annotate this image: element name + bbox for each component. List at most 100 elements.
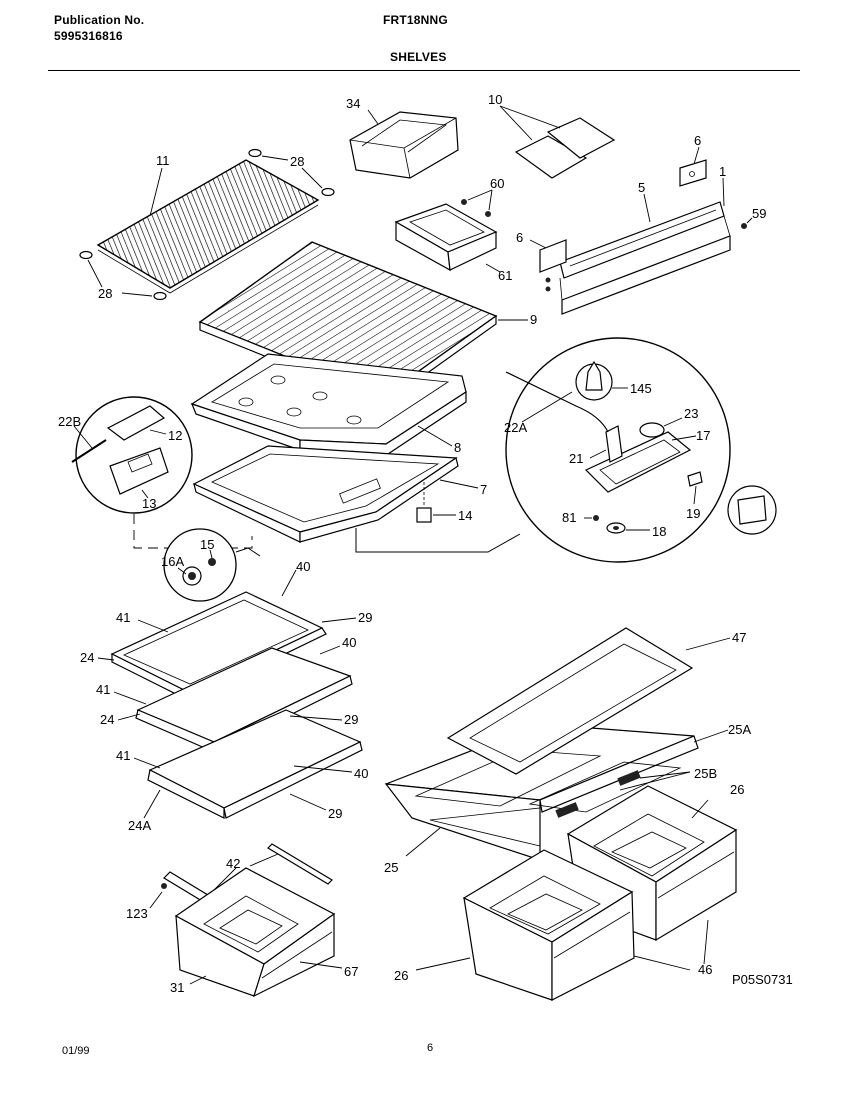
callout-123: 123 [126,906,148,921]
callout-67: 67 [344,964,358,979]
callout-10: 10 [488,92,502,107]
callout-6a: 6 [694,133,701,148]
leader-28b [87,259,103,288]
leader-15 [209,549,213,559]
callout-26b: 26 [394,968,408,983]
leader-23 [663,417,683,427]
leader-6b [529,239,547,249]
callout-18: 18 [652,524,666,539]
freezer-floor-tray [192,445,459,543]
leader-60b [488,189,493,211]
callout-22a: 22A [504,420,527,435]
callout-60: 60 [490,176,504,191]
callout-81: 81 [562,510,576,525]
callout-11: 11 [156,153,170,168]
leader-1 [722,177,725,207]
leader-28a [261,155,289,161]
screws-60 [461,199,491,217]
leader-46b [633,955,691,971]
publication-label: Publication No. [54,13,145,27]
leader-29b [289,715,343,721]
header-rule [48,70,800,71]
callout-40c: 40 [354,766,368,781]
crisper-cover-frame [384,723,699,861]
callout-41b: 41 [96,682,110,697]
leader-26a [691,799,709,819]
leader-34 [367,109,379,125]
callout-29c: 29 [328,806,342,821]
leader-28a2 [301,167,323,189]
publication-number: 5995316816 [54,29,123,43]
ice-bucket [349,111,459,179]
callout-25: 25 [384,860,398,875]
freezer-pan [190,353,467,455]
callout-29a: 29 [358,610,372,625]
leader-6a [693,146,700,165]
callout-19: 19 [686,506,700,521]
callout-42: 42 [226,856,240,871]
leader-31 [189,975,207,985]
wire-shelf [96,159,320,294]
leader-19 [693,485,697,505]
leader-5 [643,193,651,223]
callout-59: 59 [752,206,766,221]
leader-24b [117,713,141,721]
page-number: 6 [427,1042,434,1054]
leader-40c [293,765,353,773]
detail-circle-right [505,337,777,563]
callout-23: 23 [684,406,698,421]
figure-code: P05S0731 [732,972,793,987]
callout-24a: 24 [80,650,94,665]
callout-61: 61 [498,268,512,283]
screw-59 [741,223,747,229]
ice-trays [514,117,616,179]
leader-25b1 [639,771,691,779]
leader-40a [281,569,297,597]
crisper-rail [559,201,731,315]
leader-29c [289,793,327,811]
leader-16a [177,567,187,575]
leader-8 [417,425,453,447]
callout-9: 9 [530,312,537,327]
callout-31: 31 [170,980,184,995]
leader-41c [133,757,161,769]
callout-6b: 6 [516,230,523,245]
callout-25a: 25A [728,722,751,737]
leader-42a [249,853,279,867]
callout-22b: 22B [58,414,81,429]
connector-left [133,514,253,549]
callout-21: 21 [569,451,583,466]
leader-40b [319,645,341,655]
leader-25 [405,827,441,857]
meat-drawer [174,867,336,998]
callout-28a: 28 [290,154,304,169]
shelf-spacers [79,148,335,301]
detail-circle-small [163,528,237,602]
leader-22b [73,425,93,449]
rail-bracket-upper [679,159,707,187]
footer-date: 01/99 [62,1045,90,1057]
leader-11 [149,167,163,217]
leader-123 [149,891,163,909]
leader-24A [143,789,161,819]
leader-22a [521,391,573,423]
callout-13: 13 [142,496,156,511]
callout-41a: 41 [116,610,130,625]
leader-47 [685,637,731,651]
callout-15: 15 [200,537,214,552]
leader-46a [703,919,709,965]
callout-145: 145 [630,381,652,396]
rail-bracket-lower [539,239,567,292]
leader-12 [149,429,167,435]
callout-40a: 40 [296,559,310,574]
leader-41a [137,619,169,633]
leader-28b2 [121,292,153,297]
callout-14: 14 [458,508,472,523]
callout-7: 7 [480,482,487,497]
callout-16a: 16A [161,554,184,569]
connector-small [235,547,261,557]
callout-46: 46 [698,962,712,977]
callout-47: 47 [732,630,746,645]
leader-25b2 [619,771,691,791]
